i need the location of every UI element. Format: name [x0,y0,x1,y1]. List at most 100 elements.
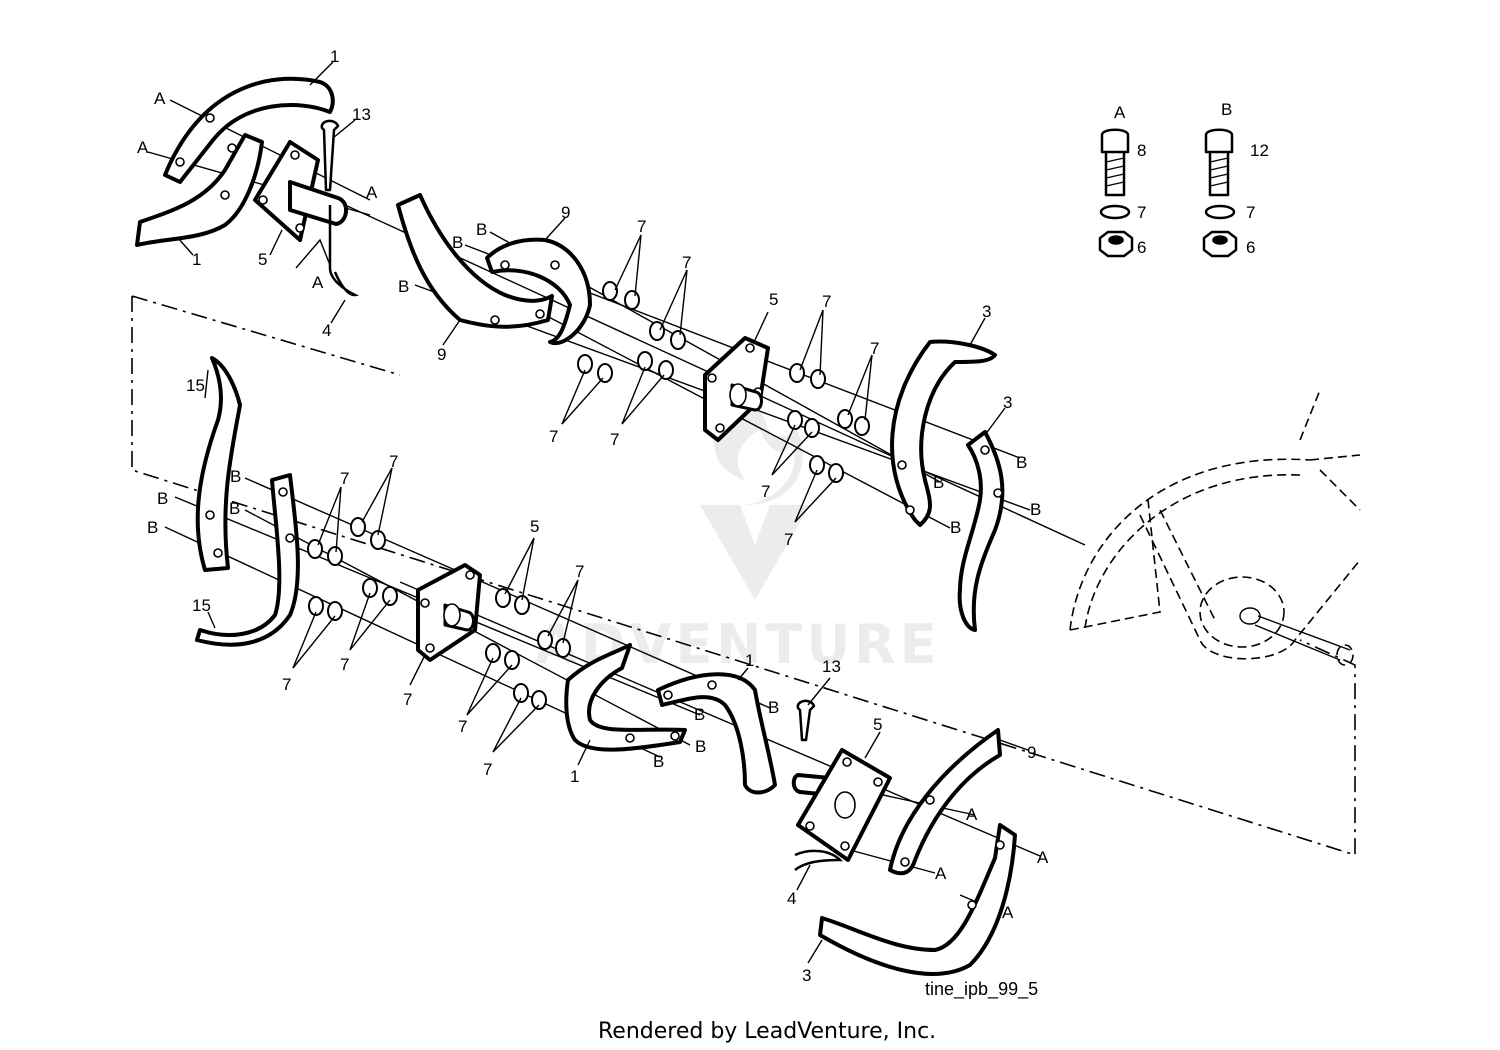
tine-9-upper-right [485,237,592,346]
bolt-8-icon [1100,128,1130,197]
clevis-pin-13-lower [796,699,816,742]
figure-id: tine_ipb_99_5 [925,979,1038,1000]
svg-text:B: B [695,737,706,756]
svg-text:B: B [230,467,241,486]
svg-text:7: 7 [610,430,619,449]
svg-text:5: 5 [873,715,882,734]
tine-1-lower-left [135,133,264,247]
hardware-legend: A 8 7 6 B 12 7 6 [1098,100,1269,258]
svg-text:9: 9 [561,203,570,222]
hub-tube-upper-left [288,180,348,226]
svg-text:B: B [950,518,961,537]
svg-text:7: 7 [784,530,793,549]
upper-rotor [135,76,1005,632]
tine-3-upper-right [957,430,1005,632]
svg-text:5: 5 [769,290,778,309]
svg-text:15: 15 [192,596,211,615]
svg-text:1: 1 [570,767,579,786]
svg-text:1: 1 [330,47,339,66]
lockwasher-7-icon-b [1204,204,1236,220]
bolt-12-icon [1204,128,1234,197]
svg-text:B: B [933,473,944,492]
svg-text:7: 7 [575,562,584,581]
svg-text:6: 6 [1137,238,1146,257]
svg-text:B: B [653,752,664,771]
svg-text:7: 7 [682,253,691,272]
svg-text:5: 5 [258,250,267,269]
svg-text:7: 7 [549,427,558,446]
svg-text:7: 7 [1246,203,1255,222]
svg-text:A: A [1037,848,1049,867]
clevis-pin-13-upper [320,119,340,192]
svg-text:7: 7 [282,675,291,694]
lower-washers [307,517,571,710]
svg-text:7: 7 [637,217,646,236]
tine-3-lower [818,823,1017,976]
hairpin-4-upper [328,205,360,297]
svg-text:B: B [768,698,779,717]
svg-text:8: 8 [1137,141,1146,160]
lower-rotor [195,356,1017,976]
svg-text:B: B [452,233,463,252]
leader-lines [177,61,1029,964]
legend-group-b-label: B [1221,100,1232,119]
tine-1-lower-center-right [656,672,777,795]
svg-text:3: 3 [802,966,811,985]
svg-text:A: A [137,138,149,157]
svg-text:1: 1 [745,651,754,670]
tiller-transmission-outline [1069,389,1361,666]
svg-text:7: 7 [870,339,879,358]
svg-text:12: 12 [1250,141,1269,160]
part-callouts: 1 1 13 5 4 9 9 7 7 5 7 7 3 3 7 7 7 7 15 … [186,47,1036,985]
svg-text:7: 7 [340,469,349,488]
svg-text:7: 7 [340,655,349,674]
svg-text:B: B [1016,453,1027,472]
watermark-logo: ADVENTURE [535,400,937,676]
svg-text:7: 7 [822,292,831,311]
bolt-group-letters: A A A A B B B B B B B B B B B B B B B A … [137,89,1049,922]
svg-text:B: B [157,489,168,508]
subassembly-boundary [131,295,1356,857]
svg-text:7: 7 [483,760,492,779]
svg-text:7: 7 [1137,203,1146,222]
tine-9-upper-left [396,193,554,329]
svg-text:B: B [476,220,487,239]
tine-3-upper-left [890,339,997,527]
svg-text:4: 4 [322,321,331,340]
svg-text:13: 13 [822,657,841,676]
lockwasher-7-icon-a [1099,204,1131,220]
svg-text:A: A [935,864,947,883]
tine-1-lower-center-left [564,643,687,752]
svg-text:6: 6 [1246,238,1255,257]
tine-9-lower [888,728,1002,876]
credit-line: Rendered by LeadVenture, Inc. [598,1019,936,1044]
svg-text:3: 3 [982,302,991,321]
svg-text:A: A [966,805,978,824]
svg-text:A: A [312,273,324,292]
svg-text:A: A [366,183,378,202]
svg-text:B: B [229,499,240,518]
svg-text:4: 4 [787,889,796,908]
tine-1-upper-left [163,76,335,184]
svg-text:3: 3 [1003,393,1012,412]
svg-text:B: B [694,705,705,724]
svg-text:1: 1 [192,250,201,269]
svg-text:9: 9 [1027,743,1036,762]
tine-15-lower [195,473,300,647]
svg-text:7: 7 [458,717,467,736]
svg-text:15: 15 [186,376,205,395]
svg-text:9: 9 [437,345,446,364]
svg-text:7: 7 [403,690,412,709]
svg-text:5: 5 [530,517,539,536]
hairpin-4-lower [794,849,844,872]
svg-text:B: B [1030,500,1041,519]
svg-text:B: B [398,277,409,296]
svg-text:7: 7 [389,452,398,471]
svg-text:A: A [1002,903,1014,922]
svg-text:13: 13 [352,105,371,124]
svg-text:B: B [147,518,158,537]
legend-group-a-label: A [1114,103,1126,122]
svg-text:A: A [154,89,166,108]
upper-washers [577,281,870,483]
